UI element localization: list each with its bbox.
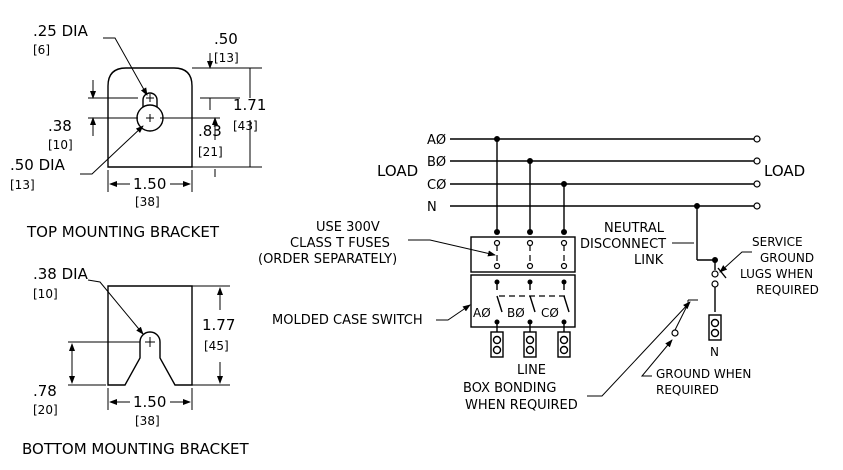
fuse-note-line-2: CLASS T FUSES xyxy=(290,236,390,251)
neutral-link-line-1: NEUTRAL xyxy=(604,221,665,236)
top-offset-mm: [13] xyxy=(214,51,239,65)
switch-phase-a: AØ xyxy=(473,306,491,320)
top-bracket-outline xyxy=(107,67,193,168)
top-hole-dia: .25 DIA xyxy=(33,22,89,40)
ground-when-line-1: GROUND WHEN xyxy=(656,367,751,381)
fuse-note-line-1: USE 300V xyxy=(316,220,380,235)
bottom-width: 1.50 xyxy=(133,393,166,411)
neutral-link-line-3: LINK xyxy=(634,253,664,268)
keyhole-small-slot xyxy=(142,92,158,107)
line-lugs xyxy=(490,322,571,358)
service-ground-line-3: LUGS WHEN xyxy=(740,267,813,281)
switch-phase-b: BØ xyxy=(507,306,525,320)
line-label: LINE xyxy=(517,363,546,378)
top-width-mm: [38] xyxy=(135,195,160,209)
phase-b-label: BØ xyxy=(427,155,446,170)
service-ground-line-4: REQUIRED xyxy=(756,283,819,297)
top-bracket: .25 DIA [6] .50 [13] 1.71 [43] .83 [21] … xyxy=(10,22,266,241)
bottom-offset-mm: [20] xyxy=(33,403,58,417)
box-bonding-line-1: BOX BONDING xyxy=(463,381,556,396)
top-height-mm: [43] xyxy=(233,119,258,133)
switch-phase-c: CØ xyxy=(541,306,559,320)
neutral-link-line-2: DISCONNECT xyxy=(580,237,666,252)
top-height: 1.71 xyxy=(233,96,266,114)
top-slot-dia: .50 DIA xyxy=(10,156,66,174)
top-mid-offset: .83 xyxy=(198,122,222,140)
bottom-hole-dia: .38 DIA xyxy=(33,265,89,283)
phase-c-label: CØ xyxy=(427,178,446,193)
top-slot-dia-mm: [13] xyxy=(10,178,35,192)
service-ground-line-1: SERVICE xyxy=(752,235,803,249)
top-left-offset: .38 xyxy=(48,117,72,135)
top-left-offset-mm: [10] xyxy=(48,138,73,152)
bottom-offset: .78 xyxy=(33,382,57,400)
load-left-label: LOAD xyxy=(377,162,418,180)
bottom-bracket: .38 DIA [10] 1.77 [45] .78 [20] 1.50 [38… xyxy=(22,265,249,458)
top-hole-dia-mm: [6] xyxy=(33,43,50,57)
bottom-height-mm: [45] xyxy=(204,339,229,353)
phase-a-label: AØ xyxy=(427,133,446,148)
top-mid-offset-mm: [21] xyxy=(198,145,223,159)
neutral-lug xyxy=(708,314,722,341)
switch-label: MOLDED CASE SWITCH xyxy=(272,313,423,328)
ground-when-line-2: REQUIRED xyxy=(656,383,719,397)
bottom-width-mm: [38] xyxy=(135,414,160,428)
neutral-label: N xyxy=(427,200,437,215)
schematic: AØ BØ CØ N LOAD LOAD AØ BØ CØ xyxy=(258,133,819,413)
fuse-note-line-3: (ORDER SEPARATELY) xyxy=(258,252,397,267)
top-width: 1.50 xyxy=(133,175,166,193)
top-bracket-caption: TOP MOUNTING BRACKET xyxy=(26,223,220,241)
load-right-label: LOAD xyxy=(764,162,805,180)
service-ground-line-2: GROUND xyxy=(760,251,814,265)
bottom-bracket-caption: BOTTOM MOUNTING BRACKET xyxy=(22,440,249,458)
box-bonding-line-2: WHEN REQUIRED xyxy=(465,398,578,413)
bottom-hole-dia-mm: [10] xyxy=(33,287,58,301)
fuse-block xyxy=(470,236,576,273)
molded-case-switch xyxy=(470,274,576,328)
bottom-height: 1.77 xyxy=(202,316,235,334)
neutral-terminal-label: N xyxy=(710,345,719,359)
top-offset: .50 xyxy=(214,30,238,48)
bottom-bracket-outline xyxy=(107,285,193,386)
